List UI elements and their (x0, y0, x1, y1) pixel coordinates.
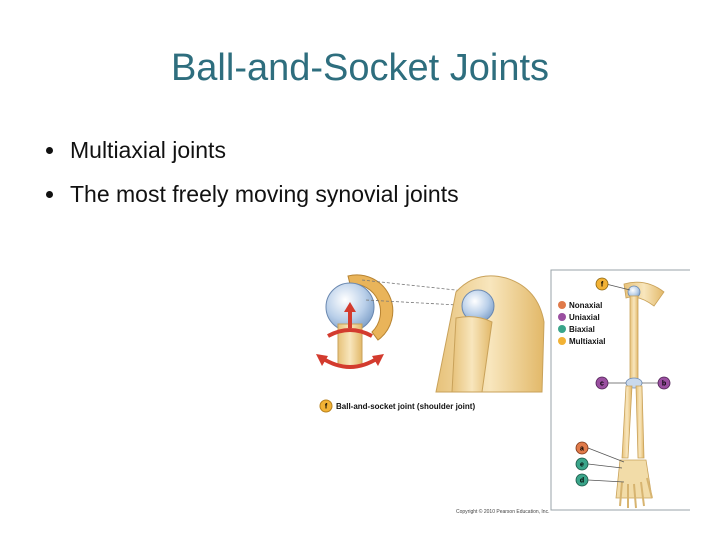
legend-swatch (558, 313, 566, 321)
finger-shape (646, 477, 653, 499)
marker-e-icon (575, 457, 589, 471)
finger-shape (619, 481, 623, 507)
arrow-head-icon (372, 354, 384, 366)
marker-label: e (580, 462, 584, 469)
rotation-arrow-icon (327, 328, 373, 338)
arrow-head-icon (344, 302, 356, 312)
marker-label: d (580, 478, 584, 485)
marker-label: a (580, 446, 584, 453)
legend-swatch (558, 301, 566, 309)
marker-a-icon (575, 441, 589, 455)
legend-swatch (558, 337, 566, 345)
legend-swatch (558, 325, 566, 333)
humerus-shape (451, 316, 493, 393)
bullet-dot-icon (46, 191, 53, 198)
marker-label: c (600, 381, 604, 388)
copyright-note: Copyright © 2010 Pearson Education, Inc. (456, 509, 550, 515)
caption-letter: f (325, 404, 328, 411)
rotation-arrow-icon (320, 356, 380, 369)
finger-shape (633, 483, 637, 509)
connector-line (361, 279, 475, 293)
shoulder-joint-figure: f Ball-and-socket joint (shoulder joint)… (316, 269, 690, 511)
schematic-ball-socket (316, 274, 394, 369)
slide-title: Ball-and-Socket Joints (170, 47, 550, 89)
marker-leader (587, 447, 625, 463)
caption-marker-icon (319, 399, 333, 413)
figure-caption: f Ball-and-socket joint (shoulder joint) (319, 399, 475, 413)
marker-leader (587, 463, 623, 469)
bullet-item: The most freely moving synovial joints (44, 180, 684, 208)
humerus-shape (629, 295, 639, 381)
bullet-text: The most freely moving synovial joints (70, 181, 459, 207)
arrow-head-icon (316, 354, 328, 366)
marker-c-icon (595, 376, 609, 390)
socket-shape (347, 274, 394, 341)
legend-label: Uniaxial (569, 313, 600, 322)
caption-text: Ball-and-socket joint (shoulder joint) (336, 402, 475, 411)
legend-label: Biaxial (569, 325, 595, 334)
bullet-item: Multiaxial joints (44, 136, 684, 164)
marker-f-icon (595, 277, 609, 291)
bullet-dot-icon (46, 147, 53, 154)
marker-label: b (662, 381, 666, 388)
legend-label: Nonaxial (569, 301, 602, 310)
arm-skeleton-panel: Nonaxial Uniaxial Biaxial Multiaxial (550, 269, 690, 511)
marker-b-icon (657, 376, 671, 390)
marker-d-icon (575, 473, 589, 487)
joint-legend: Nonaxial Uniaxial Biaxial Multiaxial (558, 301, 605, 346)
legend-label: Multiaxial (569, 337, 605, 346)
ulna-shape (635, 385, 645, 459)
bullet-list: Multiaxial joints The most freely moving… (44, 136, 684, 224)
shoulder-illustration (435, 275, 545, 393)
marker-label: f (601, 282, 604, 289)
marker-leader (587, 479, 625, 483)
marker-leader (605, 283, 631, 291)
finger-shape (640, 481, 645, 507)
radius-shape (621, 385, 633, 459)
bullet-text: Multiaxial joints (70, 137, 226, 163)
